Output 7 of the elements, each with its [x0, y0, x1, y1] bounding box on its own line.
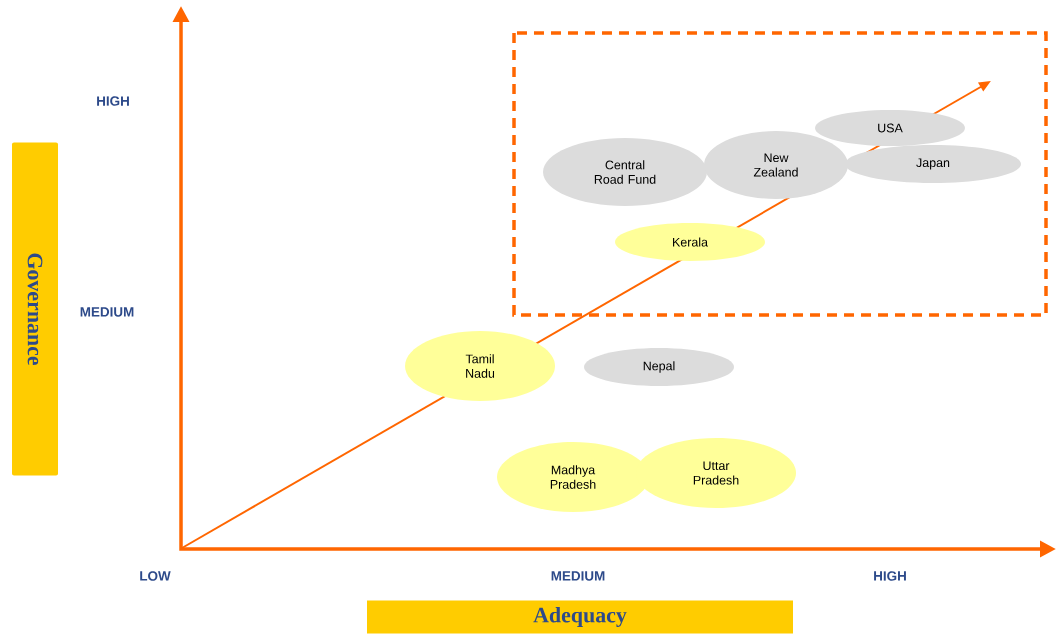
axis-level-label: HIGH: [874, 571, 906, 581]
axis-level-label: LOW: [140, 571, 171, 581]
axis-level-label: MEDIUM: [80, 307, 134, 317]
axis-level-label: HIGH: [97, 96, 129, 106]
axis-title-bar: Adequacy: [367, 600, 793, 634]
axis-level-label: MEDIUM: [551, 571, 605, 581]
axis-title-bar: Governance: [12, 142, 58, 476]
